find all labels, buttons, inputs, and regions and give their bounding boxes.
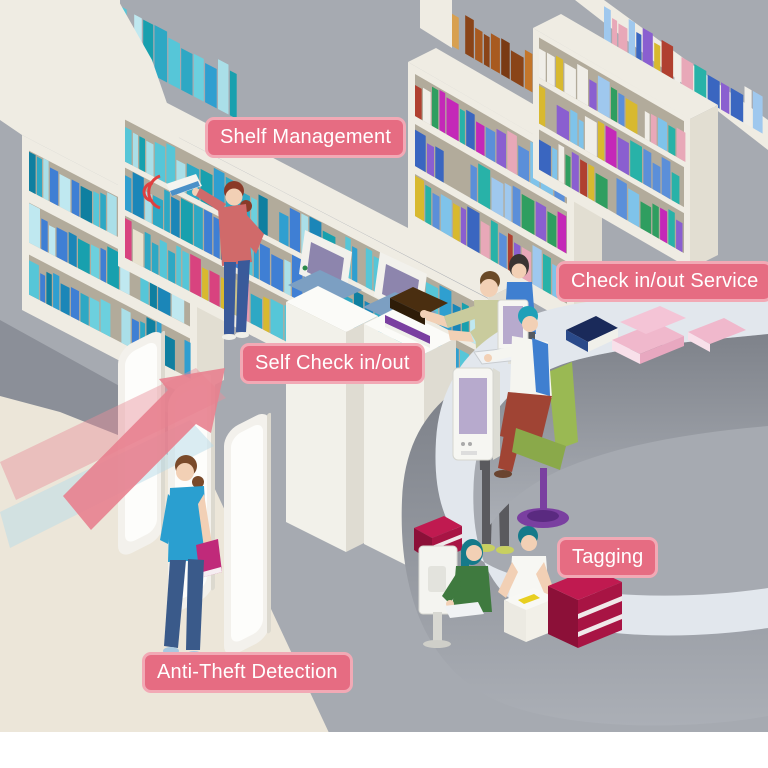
staff-tagging-woman — [442, 539, 492, 618]
page-margin — [0, 732, 768, 768]
far-shelf-books-right — [604, 6, 763, 134]
label-checkin-service: Check in/out Service — [556, 261, 768, 302]
far-shelf-top-mid — [420, 0, 452, 48]
book-on-tray — [390, 287, 448, 315]
bookshelf-a-books — [29, 151, 193, 379]
bookshelf-right-d — [533, 14, 718, 269]
navy-book — [566, 316, 618, 342]
label-shelf-management: Shelf Management — [205, 117, 407, 158]
kiosk-screen — [307, 242, 344, 288]
counter-monitor-1 — [452, 367, 500, 461]
pink-book-stack — [612, 322, 684, 354]
office-chair — [548, 362, 578, 450]
crimson-book-stack-left — [414, 516, 462, 538]
staff-seated — [484, 306, 578, 528]
label-self-check: Self Check in/out — [240, 343, 425, 384]
detection-arrow-icon — [63, 368, 225, 530]
label-tagging: Tagging — [557, 537, 659, 578]
tagging-station — [414, 516, 622, 648]
label-anti-theft: Anti-Theft Detection — [142, 652, 353, 693]
monitor-screen — [503, 306, 523, 344]
far-shelf-books-mid — [452, 13, 533, 93]
counter-books — [566, 306, 746, 364]
bookshelf-c-books — [415, 85, 567, 299]
bookshelf-d-books — [539, 48, 686, 253]
librarian-scanning — [142, 174, 264, 340]
patron-anti-theft — [160, 455, 222, 659]
wifi-signal-icon — [147, 174, 161, 210]
monitor-screen — [459, 378, 487, 434]
security-gate-3 — [224, 412, 271, 655]
rfid-tag-icon — [518, 594, 540, 604]
bookshelf-right-c — [408, 48, 602, 326]
kiosk-tray — [288, 270, 362, 305]
